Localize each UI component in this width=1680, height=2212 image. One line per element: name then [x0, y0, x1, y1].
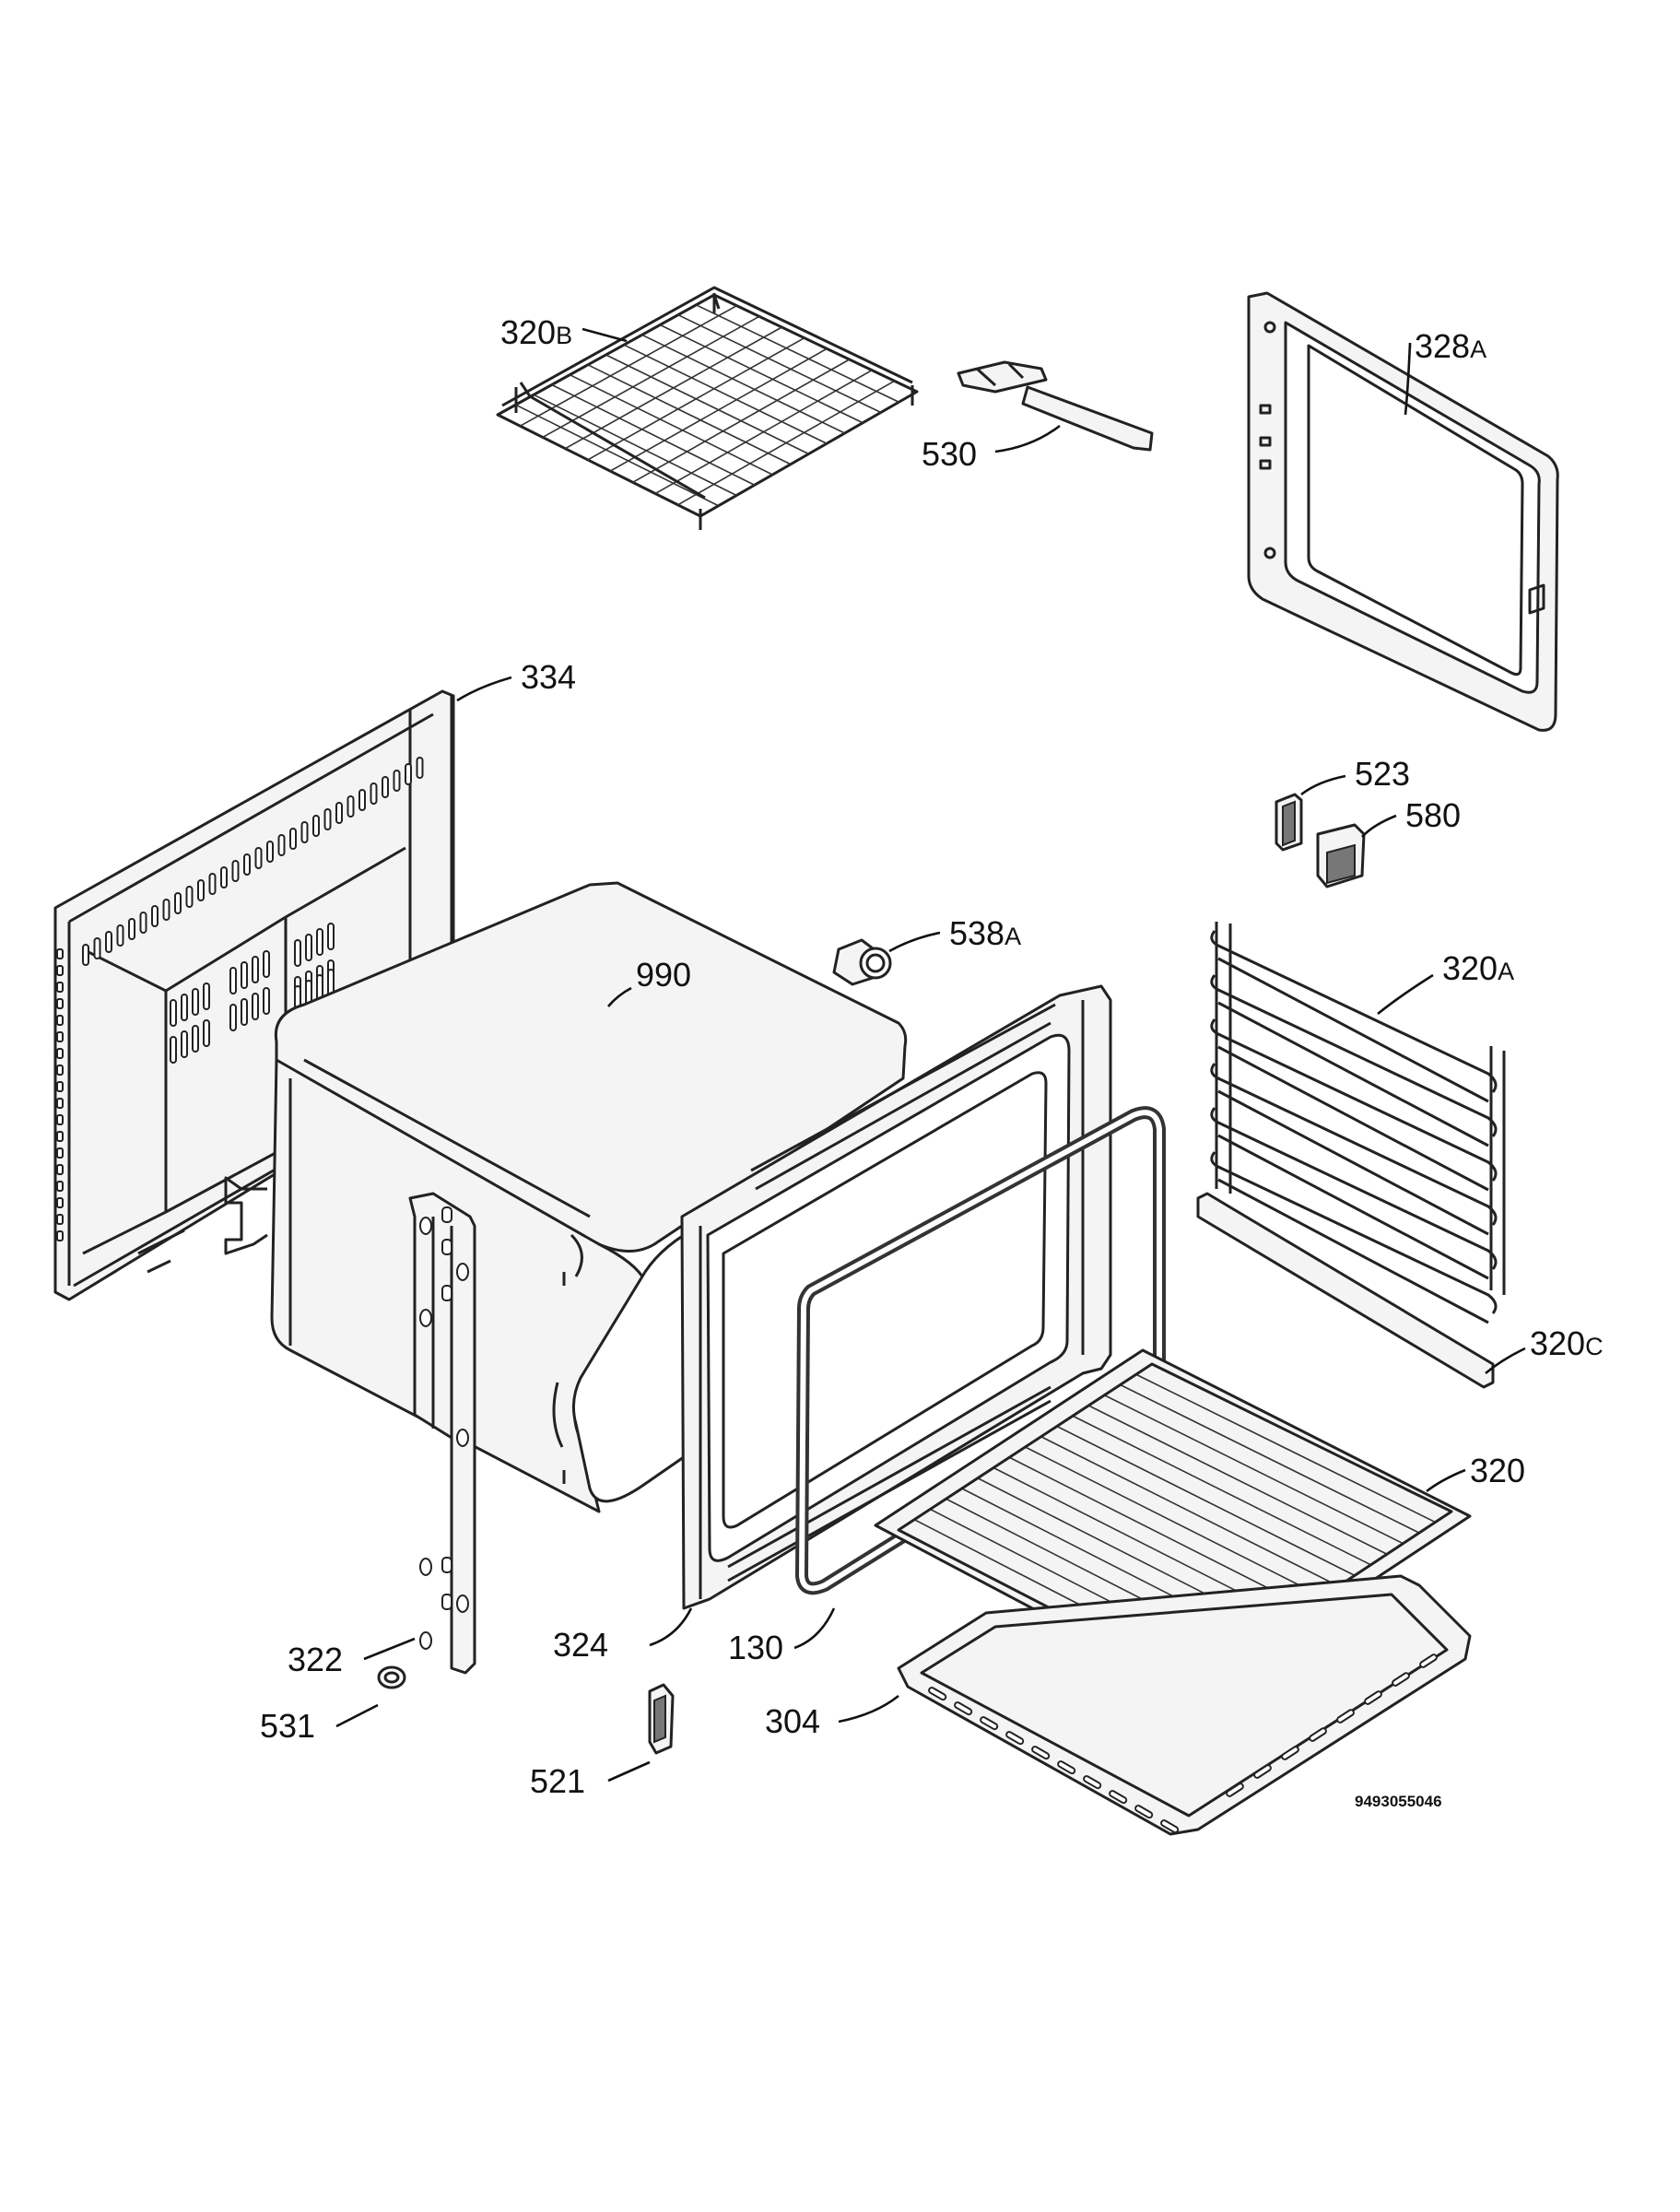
leader-304 [838, 1694, 899, 1724]
label-523: 523 [1355, 755, 1410, 793]
leader-530 [994, 424, 1061, 453]
part-334-back-panel [53, 689, 455, 1301]
label-334: 334 [521, 658, 576, 696]
part-322-side-rail [408, 1192, 476, 1675]
part-328A-glass-frame [1247, 291, 1559, 732]
part-320C-strip [1196, 1192, 1495, 1389]
leader-538A [888, 931, 941, 953]
leader-320B [582, 327, 628, 343]
label-320B: 320B [500, 313, 572, 351]
label-538A: 538A [949, 914, 1021, 952]
label-521: 521 [530, 1762, 585, 1800]
leader-322 [363, 1637, 416, 1661]
label-328A: 328A [1415, 327, 1486, 365]
label-322: 322 [288, 1641, 343, 1678]
part-531-bush [377, 1665, 406, 1689]
label-324: 324 [553, 1626, 608, 1664]
leader-328A [1404, 342, 1412, 416]
leader-580 [1361, 814, 1397, 838]
leader-lines [335, 327, 1526, 1783]
leader-130 [793, 1607, 836, 1650]
leader-521 [607, 1760, 651, 1783]
leader-531 [335, 1703, 379, 1728]
part-521-clip [648, 1683, 675, 1755]
part-523-clip [1275, 793, 1303, 852]
leader-320A [1377, 973, 1434, 1016]
part-320A-side-runner [1210, 922, 1506, 1324]
label-304: 304 [765, 1702, 820, 1740]
label-990: 990 [636, 956, 691, 994]
label-530: 530 [922, 435, 977, 473]
label-580: 580 [1405, 796, 1461, 834]
leader-990 [607, 986, 632, 1007]
part-580-latch [1316, 823, 1366, 888]
leader-523 [1300, 774, 1346, 796]
leader-320 [1426, 1468, 1466, 1493]
label-320A: 320A [1442, 949, 1514, 987]
part-320B-wire-rack [496, 286, 919, 530]
part-304-drip-tray [897, 1574, 1472, 1836]
label-320C: 320C [1530, 1324, 1604, 1362]
leader-334 [456, 676, 512, 702]
leader-324 [649, 1607, 693, 1647]
part-530-clip [957, 360, 1154, 452]
part-labels: 320B 530 328A 334 523 580 538A 990 320A … [260, 313, 1604, 1810]
leader-320C [1485, 1347, 1526, 1374]
part-538A-lamp [832, 938, 892, 986]
label-531: 531 [260, 1707, 315, 1745]
label-130: 130 [728, 1629, 783, 1666]
diagram-code: 9493055046 [1355, 1793, 1442, 1810]
label-320: 320 [1470, 1452, 1525, 1489]
